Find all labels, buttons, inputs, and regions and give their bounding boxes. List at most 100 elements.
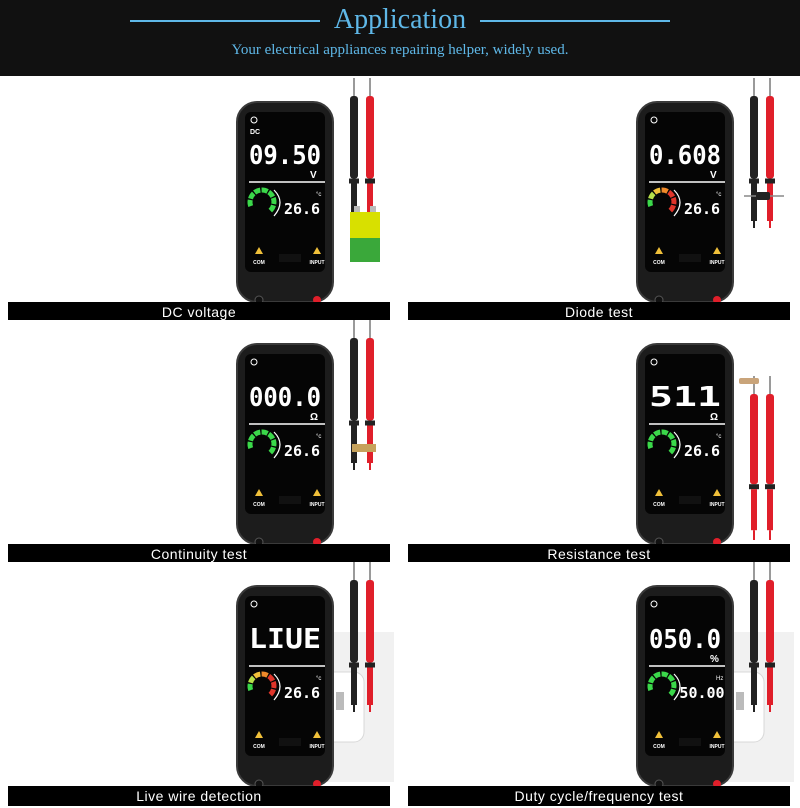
lcd-screen xyxy=(245,354,325,514)
black-probe-grip xyxy=(751,667,757,705)
red-probe-grip xyxy=(367,667,373,705)
gauge-segment xyxy=(253,429,261,437)
red-probe xyxy=(749,376,759,540)
red-probe-guard xyxy=(765,662,775,668)
red-probe-handle xyxy=(750,394,758,485)
red-probe-2-grip xyxy=(767,489,773,531)
red-probe-guard xyxy=(365,662,375,668)
red-probe-grip xyxy=(367,183,373,221)
gauge-segment xyxy=(270,681,277,689)
gauge-segment xyxy=(667,432,676,440)
main-reading: 511 xyxy=(649,380,721,413)
main-unit: Ω xyxy=(310,412,318,423)
red-probe-guard xyxy=(365,420,375,426)
gauge-segment xyxy=(668,204,676,213)
black-probe-handle xyxy=(350,96,358,179)
gauge-segment xyxy=(648,675,656,684)
red-probe-grip xyxy=(767,183,773,221)
gauge-frame xyxy=(273,189,281,217)
gauge-frame xyxy=(273,431,281,459)
warning-icon-left xyxy=(255,489,263,496)
sub-reading: 26.6 xyxy=(684,442,720,460)
gauge-segment xyxy=(670,197,677,205)
mode-badge: DC xyxy=(250,129,260,136)
gauge-segment xyxy=(261,671,269,678)
main-reading: 0.608 xyxy=(649,141,721,171)
gauge-frame xyxy=(673,673,681,701)
sub-reading: 26.6 xyxy=(284,684,320,702)
warning-icon-left xyxy=(255,247,263,254)
gauge-frame xyxy=(273,673,281,701)
gauge-segment xyxy=(661,429,669,436)
header-subtitle: Your electrical appliances repairing hel… xyxy=(231,42,569,58)
gauge-segment xyxy=(268,204,276,213)
cat-rating-box xyxy=(279,496,301,504)
black-probe xyxy=(349,78,359,228)
gauge-frame xyxy=(673,431,681,459)
red-probe xyxy=(765,78,775,228)
gauge-segment xyxy=(267,190,276,198)
com-label: COM xyxy=(253,502,265,508)
gauge-segment xyxy=(270,197,277,205)
main-reading: LIUE xyxy=(249,622,321,655)
red-probe xyxy=(365,562,375,712)
gauge-segment xyxy=(653,187,661,195)
input-label: INPUT xyxy=(310,260,325,266)
main-unit: V xyxy=(310,170,317,181)
header-rule-left xyxy=(130,20,320,22)
main-unit: Ω xyxy=(710,412,718,423)
gauge-segment xyxy=(668,446,676,455)
red-probe-handle xyxy=(766,580,774,663)
lcd-screen xyxy=(645,112,725,272)
black-probe-grip xyxy=(751,183,757,221)
red-probe-handle xyxy=(366,338,374,421)
gauge-segment xyxy=(661,671,669,678)
gauge-segment xyxy=(653,671,661,679)
main-unit: % xyxy=(710,654,719,665)
battery-terminal-right xyxy=(370,206,376,212)
com-label: COM xyxy=(253,744,265,750)
sub-unit: °c xyxy=(316,434,321,440)
lcd-screen xyxy=(645,596,725,756)
gauge-segment xyxy=(253,671,261,679)
gauge-segment xyxy=(648,191,656,200)
main-reading: 050.0 xyxy=(649,625,721,655)
black-probe-guard xyxy=(749,178,759,184)
gauge-segment xyxy=(268,446,276,455)
black-probe-grip xyxy=(351,183,357,221)
gauge-segment xyxy=(247,683,254,691)
cat-rating-box xyxy=(679,496,701,504)
gauge-segment xyxy=(667,674,676,682)
gauge-segment xyxy=(648,433,656,442)
warning-icon-right xyxy=(313,247,321,254)
power-icon xyxy=(650,358,658,366)
lcd-screen xyxy=(645,354,725,514)
gauge-segment xyxy=(661,187,669,194)
red-probe-grip xyxy=(751,489,757,531)
warning-icon-right xyxy=(713,489,721,496)
header-rule-right xyxy=(480,20,670,22)
black-probe xyxy=(749,78,759,228)
caption-label: Resistance test xyxy=(408,544,790,564)
com-label: COM xyxy=(653,260,665,266)
gauge-segment xyxy=(647,683,654,691)
caption-label: Continuity test xyxy=(8,544,390,564)
red-probe-2-handle xyxy=(766,394,774,485)
socket-hole-right xyxy=(336,692,344,710)
sub-reading: 26.6 xyxy=(284,442,320,460)
black-probe xyxy=(749,562,759,712)
black-probe-guard xyxy=(749,662,759,668)
black-probe-handle xyxy=(750,96,758,179)
header-title: Application xyxy=(333,4,467,35)
gauge-segment xyxy=(670,681,677,689)
gauge-segment xyxy=(261,429,269,436)
caption-label: Duty cycle/frequency test xyxy=(408,786,790,806)
red-probe-handle xyxy=(766,96,774,179)
power-icon xyxy=(650,116,658,124)
gauge-segment xyxy=(667,190,676,198)
black-probe-grip xyxy=(351,667,357,705)
